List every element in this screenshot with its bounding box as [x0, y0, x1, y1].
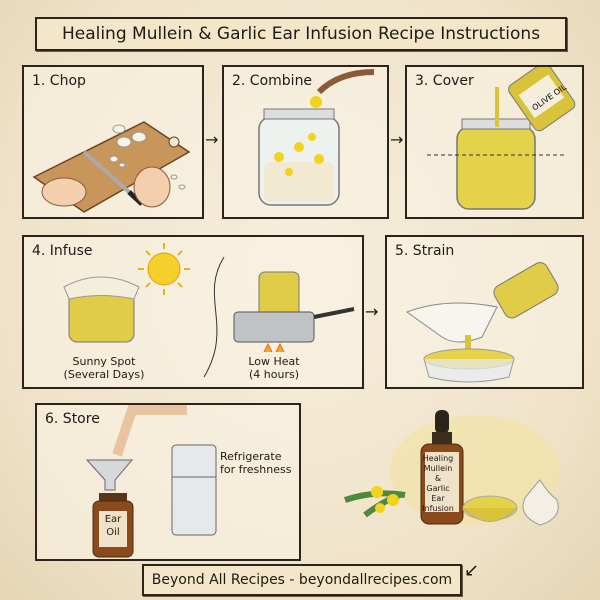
arrow-icon: → [365, 302, 379, 321]
store-illustration [85, 405, 217, 558]
arrow-icon: → [390, 130, 404, 149]
step-label: 2. Combine [232, 73, 313, 89]
jar-combine-illustration [258, 69, 375, 206]
strain-illustration [405, 262, 559, 383]
step-label: 5. Strain [395, 243, 455, 259]
sun-icon [138, 243, 190, 295]
step-3-panel: 3. Cover OLIVE OIL [405, 65, 584, 219]
olive-oil-jar-illustration: OLIVE OIL [427, 67, 576, 210]
page-title: Healing Mullein & Garlic Ear Infusion Re… [35, 17, 567, 51]
step-label: 3. Cover [415, 73, 474, 89]
chopping-illustration [32, 121, 191, 213]
low-heat-caption: Low Heat(4 hours) [248, 355, 300, 381]
product-display-illustration [344, 410, 560, 526]
infuse-illustration [63, 243, 355, 378]
step-label: 4. Infuse [32, 243, 93, 259]
step-label: 1. Chop [32, 73, 86, 89]
step-label: 6. Store [45, 411, 100, 427]
step-1-panel: 1. Chop [22, 65, 204, 219]
arrow-icon: → [205, 130, 219, 149]
step-5-panel: 5. Strain [385, 235, 584, 389]
curved-arrow-icon: ↙ [464, 560, 480, 581]
footer-credit: Beyond All Recipes - beyondallrecipes.co… [142, 564, 462, 596]
step-4-panel: 4. Infuse Sunny Spot(Several Days) Low H… [22, 235, 364, 389]
step-2-panel: 2. Combine [222, 65, 389, 219]
sunny-spot-caption: Sunny Spot(Several Days) [63, 355, 145, 381]
